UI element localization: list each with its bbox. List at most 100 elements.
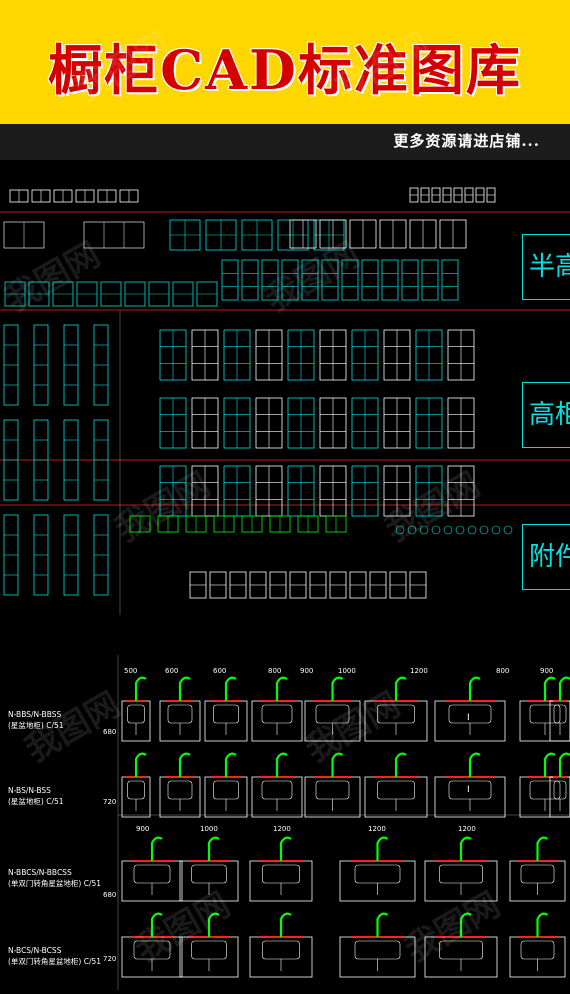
row-height: 720 [103, 798, 117, 806]
faucet [207, 836, 220, 861]
faucet [279, 836, 292, 861]
width-label: 600 [165, 667, 179, 675]
row-height: 680 [103, 728, 117, 736]
width-label: 900 [136, 825, 150, 833]
faucet [376, 912, 389, 937]
width-label: 500 [124, 667, 138, 675]
row-code: N-BCS/N-BCSS [8, 946, 62, 955]
sink-basin [167, 780, 193, 800]
row-height: 720 [103, 955, 117, 963]
section-label-half-height: 半高 [522, 234, 570, 300]
slogan-strip: 更多资源请进店铺... [0, 124, 570, 160]
sink-basin [262, 864, 300, 884]
section-label-accessory: 附件 [522, 524, 570, 590]
faucet [150, 836, 163, 861]
sink-basin [167, 704, 193, 724]
faucet [134, 752, 147, 777]
row-desc: (单双门转角星盆地柜) C/51 [8, 957, 102, 966]
faucet [459, 836, 472, 861]
faucet [459, 912, 472, 937]
width-label: 1200 [368, 825, 386, 833]
row-label-3: N-BBCS/N-BBCSS (单双门转角星盆地柜) C/51 [8, 867, 101, 889]
sink-basin [354, 864, 401, 884]
sink-basin [315, 780, 350, 800]
slogan-text: 更多资源请进店铺... [393, 132, 540, 150]
cad-sink-cabinet-drawing [117, 655, 570, 990]
sink-basin [127, 704, 145, 724]
fitting-circle [503, 525, 513, 535]
faucet [275, 676, 288, 701]
row-height: 680 [103, 891, 117, 899]
faucet [376, 836, 389, 861]
faucet [207, 912, 220, 937]
width-label: 900 [300, 667, 314, 675]
sink-basin [520, 940, 555, 960]
fitting-circle [419, 525, 429, 535]
sink-basin [354, 940, 401, 960]
cabinet-outline [301, 259, 319, 301]
faucet [394, 752, 407, 777]
sink-basin [133, 864, 171, 884]
faucet [275, 752, 288, 777]
row-desc: (星盆地柜) C/51 [8, 797, 64, 806]
cabinet-outline [361, 259, 379, 301]
split-marker: I [467, 785, 470, 795]
cabinet-outline [341, 259, 359, 301]
cabinet-outline [261, 259, 279, 301]
sink-basin [213, 780, 239, 800]
faucet [536, 912, 549, 937]
section-label-tall: 高柜 [522, 382, 570, 448]
faucet [468, 752, 481, 777]
faucet [279, 912, 292, 937]
cad-detail-sheet: N-BBS/N-BBSS (星盆地柜) C/51 680 N-BS/N-BSS … [0, 655, 570, 990]
fitting-circle [455, 525, 465, 535]
cabinet-outline [321, 259, 339, 301]
cabinet-outline [401, 259, 419, 301]
faucet [558, 752, 570, 777]
sink-basin [448, 704, 492, 724]
cad-overview-sheet: 半高 高柜 附件 [0, 160, 570, 615]
cabinet-outline [381, 259, 399, 301]
cabinet-outline [83, 221, 145, 249]
sink-basin [529, 704, 561, 724]
banner-title: 橱柜CAD标准图库 [48, 38, 522, 102]
sink-basin [191, 940, 227, 960]
row-desc: (单双门转角星盆地柜) C/51 [8, 879, 102, 888]
faucet [178, 676, 191, 701]
cad-overview-drawing [0, 187, 570, 615]
faucet [150, 912, 163, 937]
row-code: N-BBCS/N-BBCSS [8, 868, 72, 877]
sink-basin [261, 780, 293, 800]
faucet [394, 676, 407, 701]
fitting-circle [467, 525, 477, 535]
banner: 橱柜CAD标准图库 [0, 0, 570, 124]
faucet [224, 676, 237, 701]
width-label: 600 [213, 667, 227, 675]
row-desc: (星盆地柜) C/51 [8, 721, 64, 730]
faucet [331, 752, 344, 777]
faucet [543, 676, 556, 701]
width-label: 800 [496, 667, 510, 675]
cabinet-outline [221, 259, 239, 301]
width-label: 1200 [458, 825, 476, 833]
fitting-circle [395, 525, 405, 535]
fitting-circle [407, 525, 417, 535]
row-label-1: N-BBS/N-BBSS (星盆地柜) C/51 [8, 709, 64, 731]
split-marker: I [467, 713, 470, 723]
sink-basin [213, 704, 239, 724]
sink-basin [529, 780, 561, 800]
cabinet-outline [281, 259, 299, 301]
row-code: N-BBS/N-BBSS [8, 710, 62, 719]
fitting-circle [443, 525, 453, 535]
faucet [134, 676, 147, 701]
sink-basin [377, 780, 415, 800]
sink-basin [520, 864, 555, 884]
sink-basin [448, 780, 492, 800]
faucet [558, 676, 570, 701]
sink-basin [262, 940, 300, 960]
fitting-circle [491, 525, 501, 535]
sink-basin [261, 704, 293, 724]
fitting-circle [479, 525, 489, 535]
cabinet-outline [241, 259, 259, 301]
faucet [468, 676, 481, 701]
